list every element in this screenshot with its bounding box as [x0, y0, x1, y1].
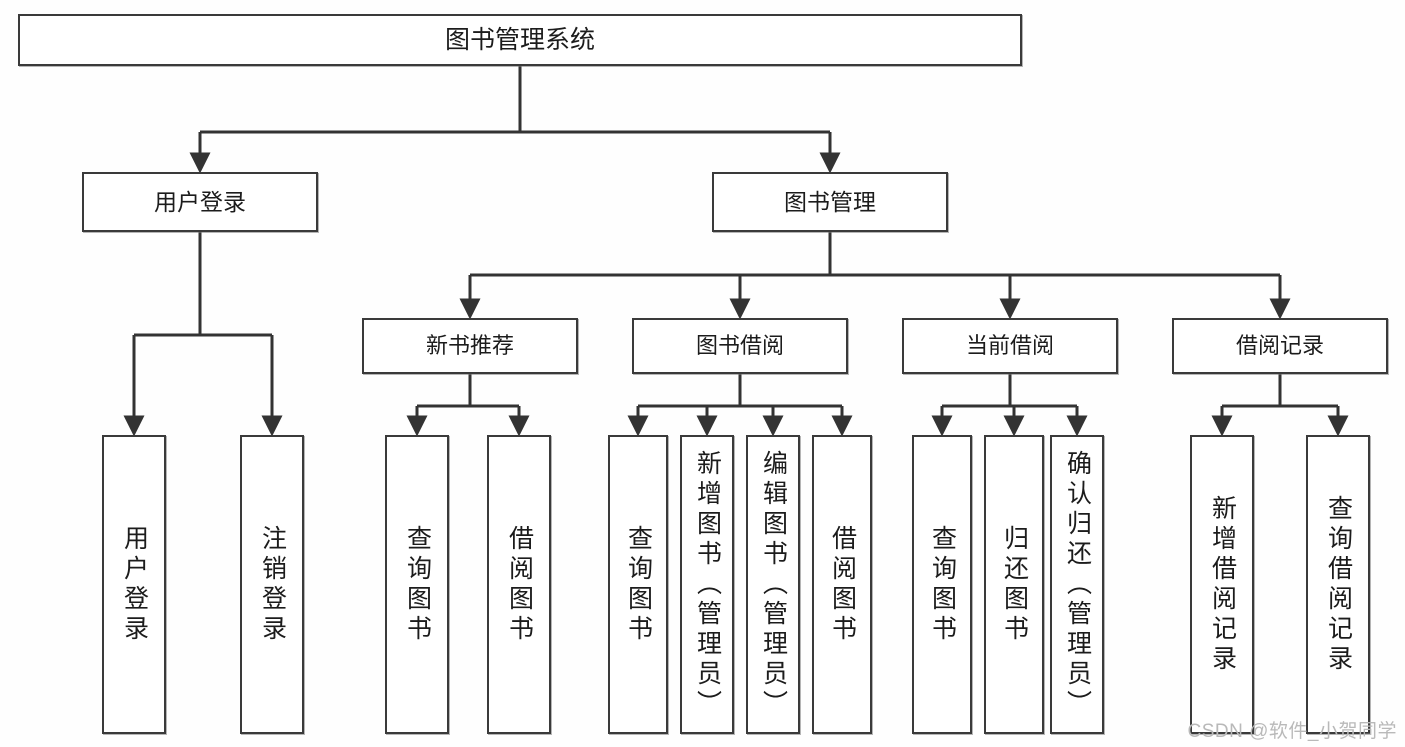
node-leaf-edit-book[interactable]: 编辑图书（管理员） [746, 435, 800, 734]
node-new-book-rec-label: 新书推荐 [425, 333, 514, 359]
node-book-manage-label: 图书管理 [784, 188, 876, 215]
node-new-book-rec[interactable]: 新书推荐 [362, 318, 578, 374]
node-borrow-record-label: 借阅记录 [1235, 333, 1324, 359]
node-book-manage[interactable]: 图书管理 [712, 172, 948, 232]
node-leaf-query-book-1-label: 查询图书 [403, 524, 432, 645]
node-leaf-add-book[interactable]: 新增图书（管理员） [680, 435, 734, 734]
node-leaf-borrow-book-2[interactable]: 借阅图书 [812, 435, 872, 734]
node-root-label: 图书管理系统 [444, 25, 595, 54]
node-leaf-borrow-book-2-label: 借阅图书 [828, 524, 857, 645]
node-leaf-user-login-label: 用户登录 [120, 524, 149, 645]
node-leaf-return-book[interactable]: 归还图书 [984, 435, 1044, 734]
node-leaf-query-record-label: 查询借阅记录 [1324, 494, 1353, 675]
node-root[interactable]: 图书管理系统 [18, 14, 1022, 66]
node-leaf-query-record[interactable]: 查询借阅记录 [1306, 435, 1370, 734]
node-user-login[interactable]: 用户登录 [82, 172, 318, 232]
node-leaf-edit-book-label: 编辑图书（管理员） [759, 449, 788, 720]
node-leaf-query-book-2[interactable]: 查询图书 [608, 435, 668, 734]
watermark-text: CSDN @软件_小贺同学 [1187, 721, 1397, 742]
node-leaf-query-book-2-label: 查询图书 [624, 524, 653, 645]
node-book-borrow-label: 图书借阅 [695, 333, 784, 359]
node-borrow-record[interactable]: 借阅记录 [1172, 318, 1388, 374]
node-leaf-user-login[interactable]: 用户登录 [102, 435, 166, 734]
node-leaf-logout-label: 注销登录 [258, 524, 287, 645]
node-leaf-add-record-label: 新增借阅记录 [1208, 494, 1237, 675]
node-current-borrow-label: 当前借阅 [965, 333, 1054, 359]
node-leaf-logout[interactable]: 注销登录 [240, 435, 304, 734]
node-leaf-add-book-label: 新增图书（管理员） [693, 449, 722, 720]
node-leaf-query-book-1[interactable]: 查询图书 [385, 435, 449, 734]
node-user-login-label: 用户登录 [154, 188, 246, 215]
node-leaf-add-record[interactable]: 新增借阅记录 [1190, 435, 1254, 734]
node-leaf-borrow-book-1[interactable]: 借阅图书 [487, 435, 551, 734]
node-leaf-confirm-return-label: 确认归还（管理员） [1063, 449, 1092, 720]
node-leaf-query-book-3-label: 查询图书 [928, 524, 957, 645]
node-leaf-confirm-return[interactable]: 确认归还（管理员） [1050, 435, 1104, 734]
node-leaf-return-book-label: 归还图书 [1000, 524, 1029, 645]
node-leaf-query-book-3[interactable]: 查询图书 [912, 435, 972, 734]
node-current-borrow[interactable]: 当前借阅 [902, 318, 1118, 374]
node-leaf-borrow-book-1-label: 借阅图书 [505, 524, 534, 645]
node-book-borrow[interactable]: 图书借阅 [632, 318, 848, 374]
